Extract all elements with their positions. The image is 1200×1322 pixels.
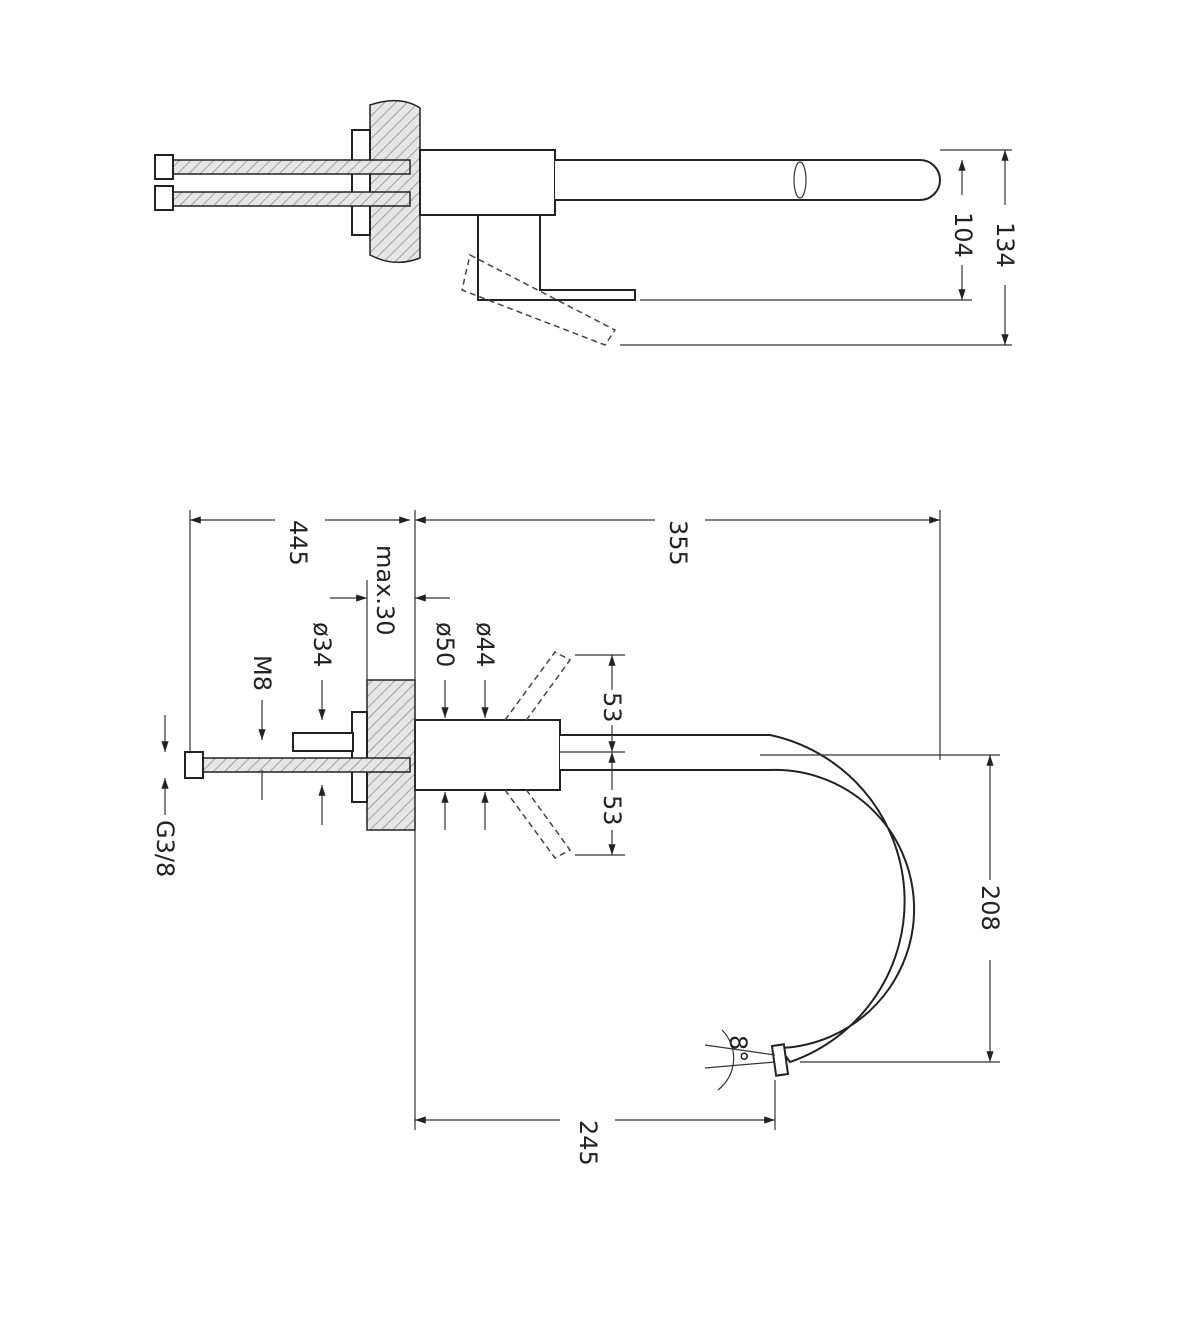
dim-445: 445 [284, 520, 312, 566]
dimension-lines-front [161, 510, 1000, 1130]
m8-stud [292, 732, 354, 752]
lever [477, 214, 636, 301]
top-view: 104 134 [154, 99, 1019, 346]
lever-up-dashed [504, 651, 572, 723]
dim-angle: 8° [724, 1035, 752, 1062]
dim-104: 104 [949, 212, 977, 258]
dim-dia44: ø44 [471, 622, 499, 667]
front-view: 445 355 max.30 ø34 ø50 ø44 M8 53 53 G3/8… [151, 510, 1004, 1166]
spout [560, 734, 916, 1064]
mounting-flange [351, 711, 368, 803]
mixer-body [414, 719, 561, 791]
dim-53-down: 53 [598, 795, 626, 826]
spout [555, 159, 941, 201]
lever-rotated [461, 253, 617, 346]
dim-max30: max.30 [371, 545, 399, 635]
mounting-flange [351, 129, 371, 236]
supply-hoses [154, 154, 411, 211]
dimension-lines-top [620, 149, 1012, 346]
lever-down-dashed [504, 787, 572, 859]
aerator [770, 1043, 790, 1077]
dim-dia34: ø34 [308, 622, 336, 667]
dim-dia50: ø50 [431, 622, 459, 667]
dim-134: 134 [991, 222, 1019, 268]
mixer-body [419, 149, 556, 216]
dim-208: 208 [976, 885, 1004, 931]
dim-53-up: 53 [598, 692, 626, 723]
dim-g38: G3/8 [151, 820, 179, 877]
dim-355: 355 [664, 520, 692, 566]
wall-section [366, 679, 416, 831]
dim-m8: M8 [248, 655, 276, 691]
supply-hose [184, 751, 411, 779]
dim-245: 245 [574, 1120, 602, 1166]
wall-section [369, 99, 421, 264]
